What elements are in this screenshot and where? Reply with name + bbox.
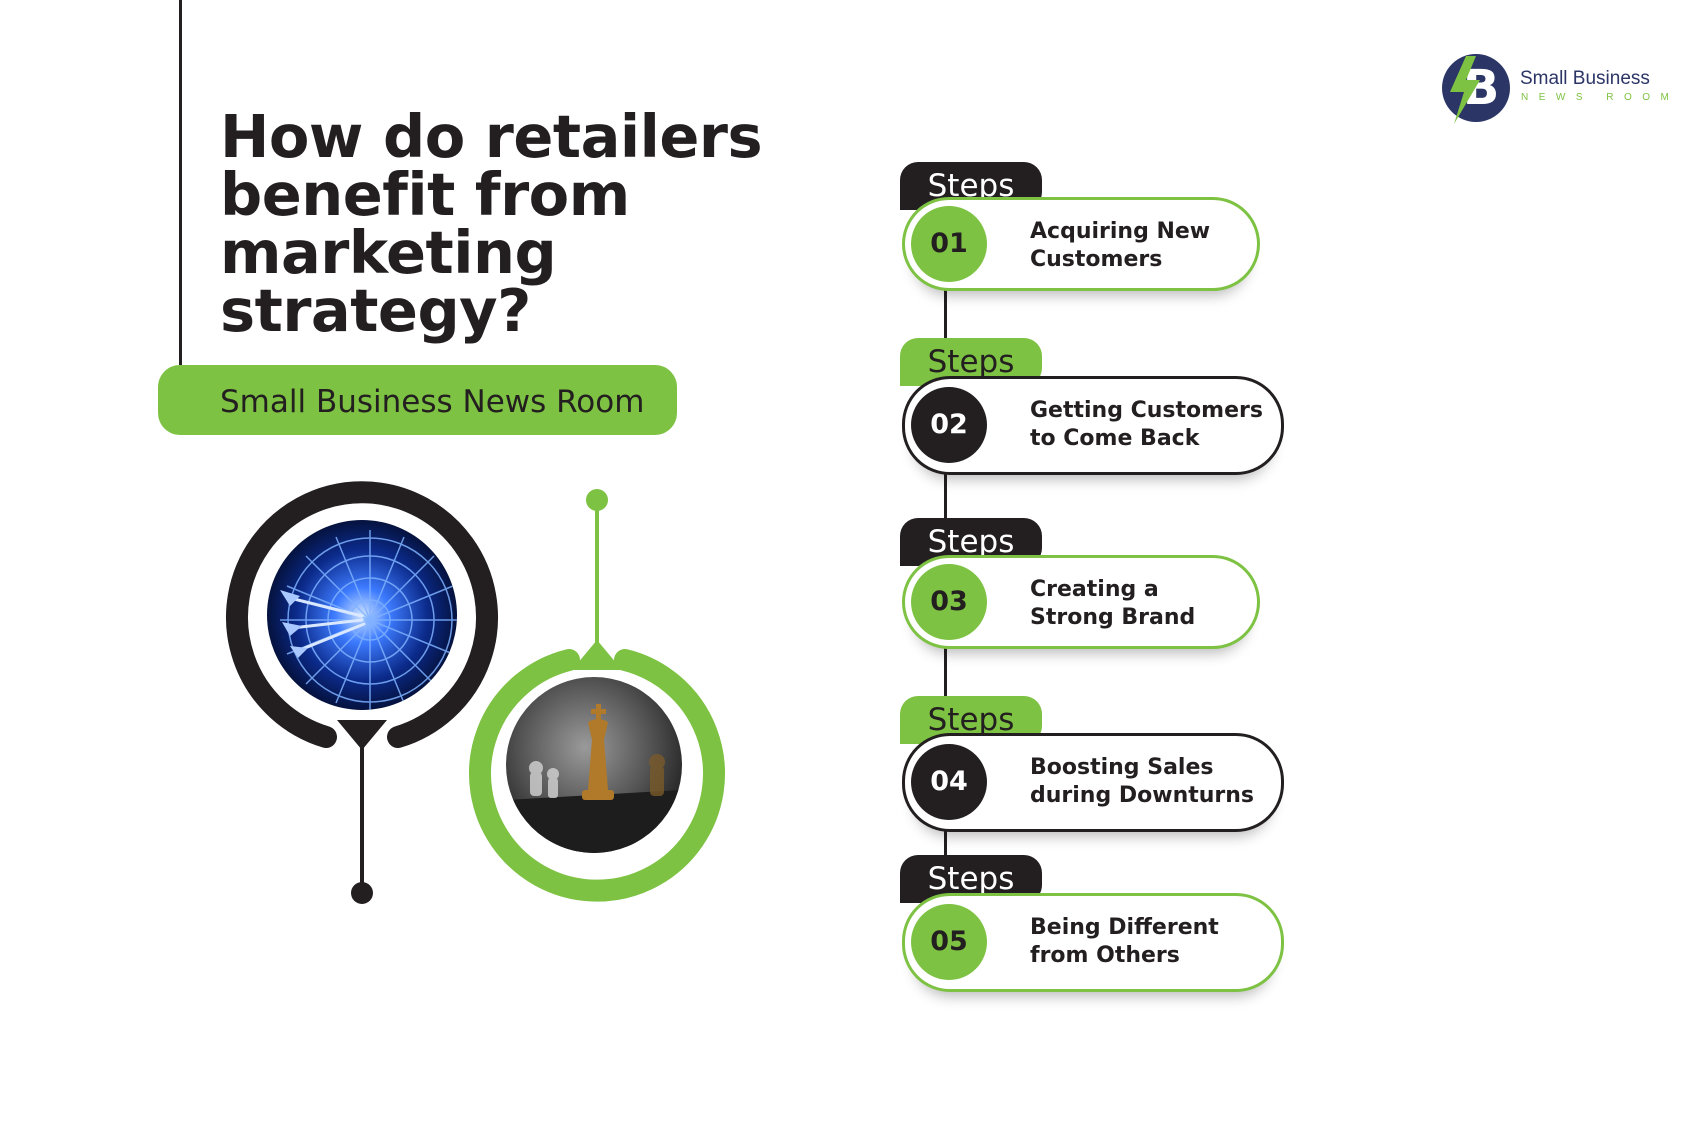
step-label: Getting Customers to Come Back — [1030, 397, 1290, 453]
step-card: 04 Boosting Sales during Downturns — [902, 733, 1284, 832]
step-card: 02 Getting Customers to Come Back — [902, 376, 1284, 475]
illustration-group — [226, 481, 725, 904]
step-label: Boosting Sales during Downturns — [1030, 754, 1290, 810]
step-label-line: Creating a — [1030, 577, 1159, 602]
step-label-line: to Come Back — [1030, 426, 1200, 451]
step-number: 02 — [911, 387, 987, 463]
step-card: 05 Being Different from Others — [902, 893, 1284, 992]
step-label-line: Acquiring New — [1030, 219, 1211, 244]
step-number: 03 — [911, 564, 987, 640]
page-title: How do retailers benefit from marketing … — [220, 102, 840, 345]
left-vertical-rule — [179, 0, 182, 365]
title-line: strategy? — [220, 276, 531, 345]
step-number: 05 — [911, 904, 987, 980]
title-line: How do retailers — [220, 102, 763, 171]
step-number: 01 — [911, 206, 987, 282]
logo-tagline: NEWS ROOM — [1521, 92, 1680, 103]
brand-logo: B Small Business NEWS ROOM — [1440, 52, 1670, 124]
title-line: marketing — [220, 218, 557, 287]
dartboard-photo — [267, 520, 457, 710]
step-label-line: Being Different — [1030, 915, 1219, 940]
step-label: Being Different from Others — [1030, 914, 1290, 970]
brand-banner: Small Business News Room — [158, 365, 677, 435]
step-number: 04 — [911, 744, 987, 820]
step-label-line: Customers — [1030, 247, 1163, 272]
banner-text: Small Business News Room — [220, 384, 645, 420]
chess-king-photo — [506, 677, 682, 853]
logo-name: Small Business — [1520, 68, 1650, 89]
step-label-line: Getting Customers — [1030, 398, 1263, 423]
title-line: benefit from — [220, 160, 630, 229]
chess-medallion — [469, 489, 725, 902]
step-label-line: from Others — [1030, 943, 1180, 968]
logo-mark-icon: B — [1442, 54, 1510, 124]
step-label-line: Strong Brand — [1030, 605, 1196, 630]
dartboard-medallion — [226, 481, 498, 904]
step-card: 01 Acquiring New Customers — [902, 197, 1260, 291]
step-label-line: during Downturns — [1030, 783, 1255, 808]
step-label: Creating a Strong Brand — [1030, 576, 1290, 632]
step-label: Acquiring New Customers — [1030, 218, 1290, 274]
step-label-line: Boosting Sales — [1030, 755, 1214, 780]
step-card: 03 Creating a Strong Brand — [902, 555, 1260, 649]
